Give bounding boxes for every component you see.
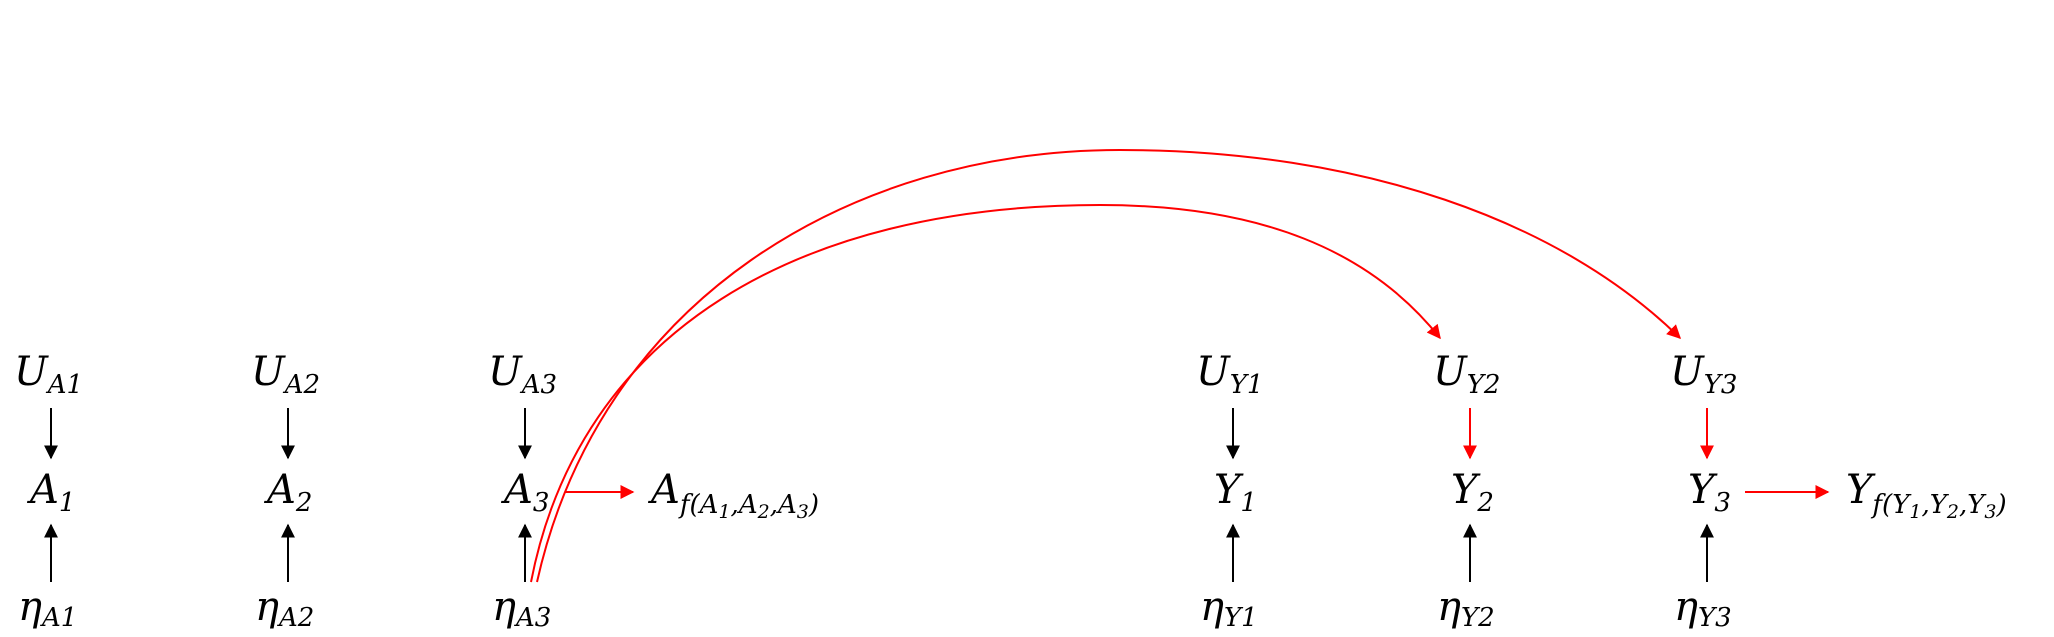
node-u-y1: UY1 xyxy=(1196,349,1263,400)
node-eta-y3: ηY3 xyxy=(1674,584,1732,633)
node-a3: A3 xyxy=(500,467,549,518)
node-u-a2: UA2 xyxy=(251,349,320,400)
node-a2: A2 xyxy=(263,467,312,518)
node-u-y3: UY3 xyxy=(1670,349,1737,400)
node-u-a3: UA3 xyxy=(488,349,557,400)
node-y3: Y3 xyxy=(1688,467,1731,518)
node-eta-a2: ηA2 xyxy=(255,584,314,633)
node-u-a1: UA1 xyxy=(14,349,83,400)
node-u-y2: UY2 xyxy=(1433,349,1500,400)
node-y2: Y2 xyxy=(1451,467,1494,518)
node-eta-y1: ηY1 xyxy=(1200,584,1258,633)
node-y1: Y1 xyxy=(1214,467,1257,518)
edge-eta-a3-to-u-y2 xyxy=(530,203,1441,583)
edge-eta-a3-to-u-y3 xyxy=(536,148,1681,583)
node-a1: A1 xyxy=(26,467,75,518)
edges xyxy=(44,148,1830,583)
node-eta-a1: ηA1 xyxy=(18,584,77,633)
nodes: UA1 UA2 UA3 UY1 UY2 UY3 A1 A2 A3 Y1 Y2 Y… xyxy=(14,349,2007,633)
node-eta-y2: ηY2 xyxy=(1437,584,1495,633)
node-a-f: Af(A1,A2,A3) xyxy=(647,467,819,523)
node-y-f: Yf(Y1,Y2,Y3) xyxy=(1846,467,2007,523)
node-eta-a3: ηA3 xyxy=(492,584,551,633)
